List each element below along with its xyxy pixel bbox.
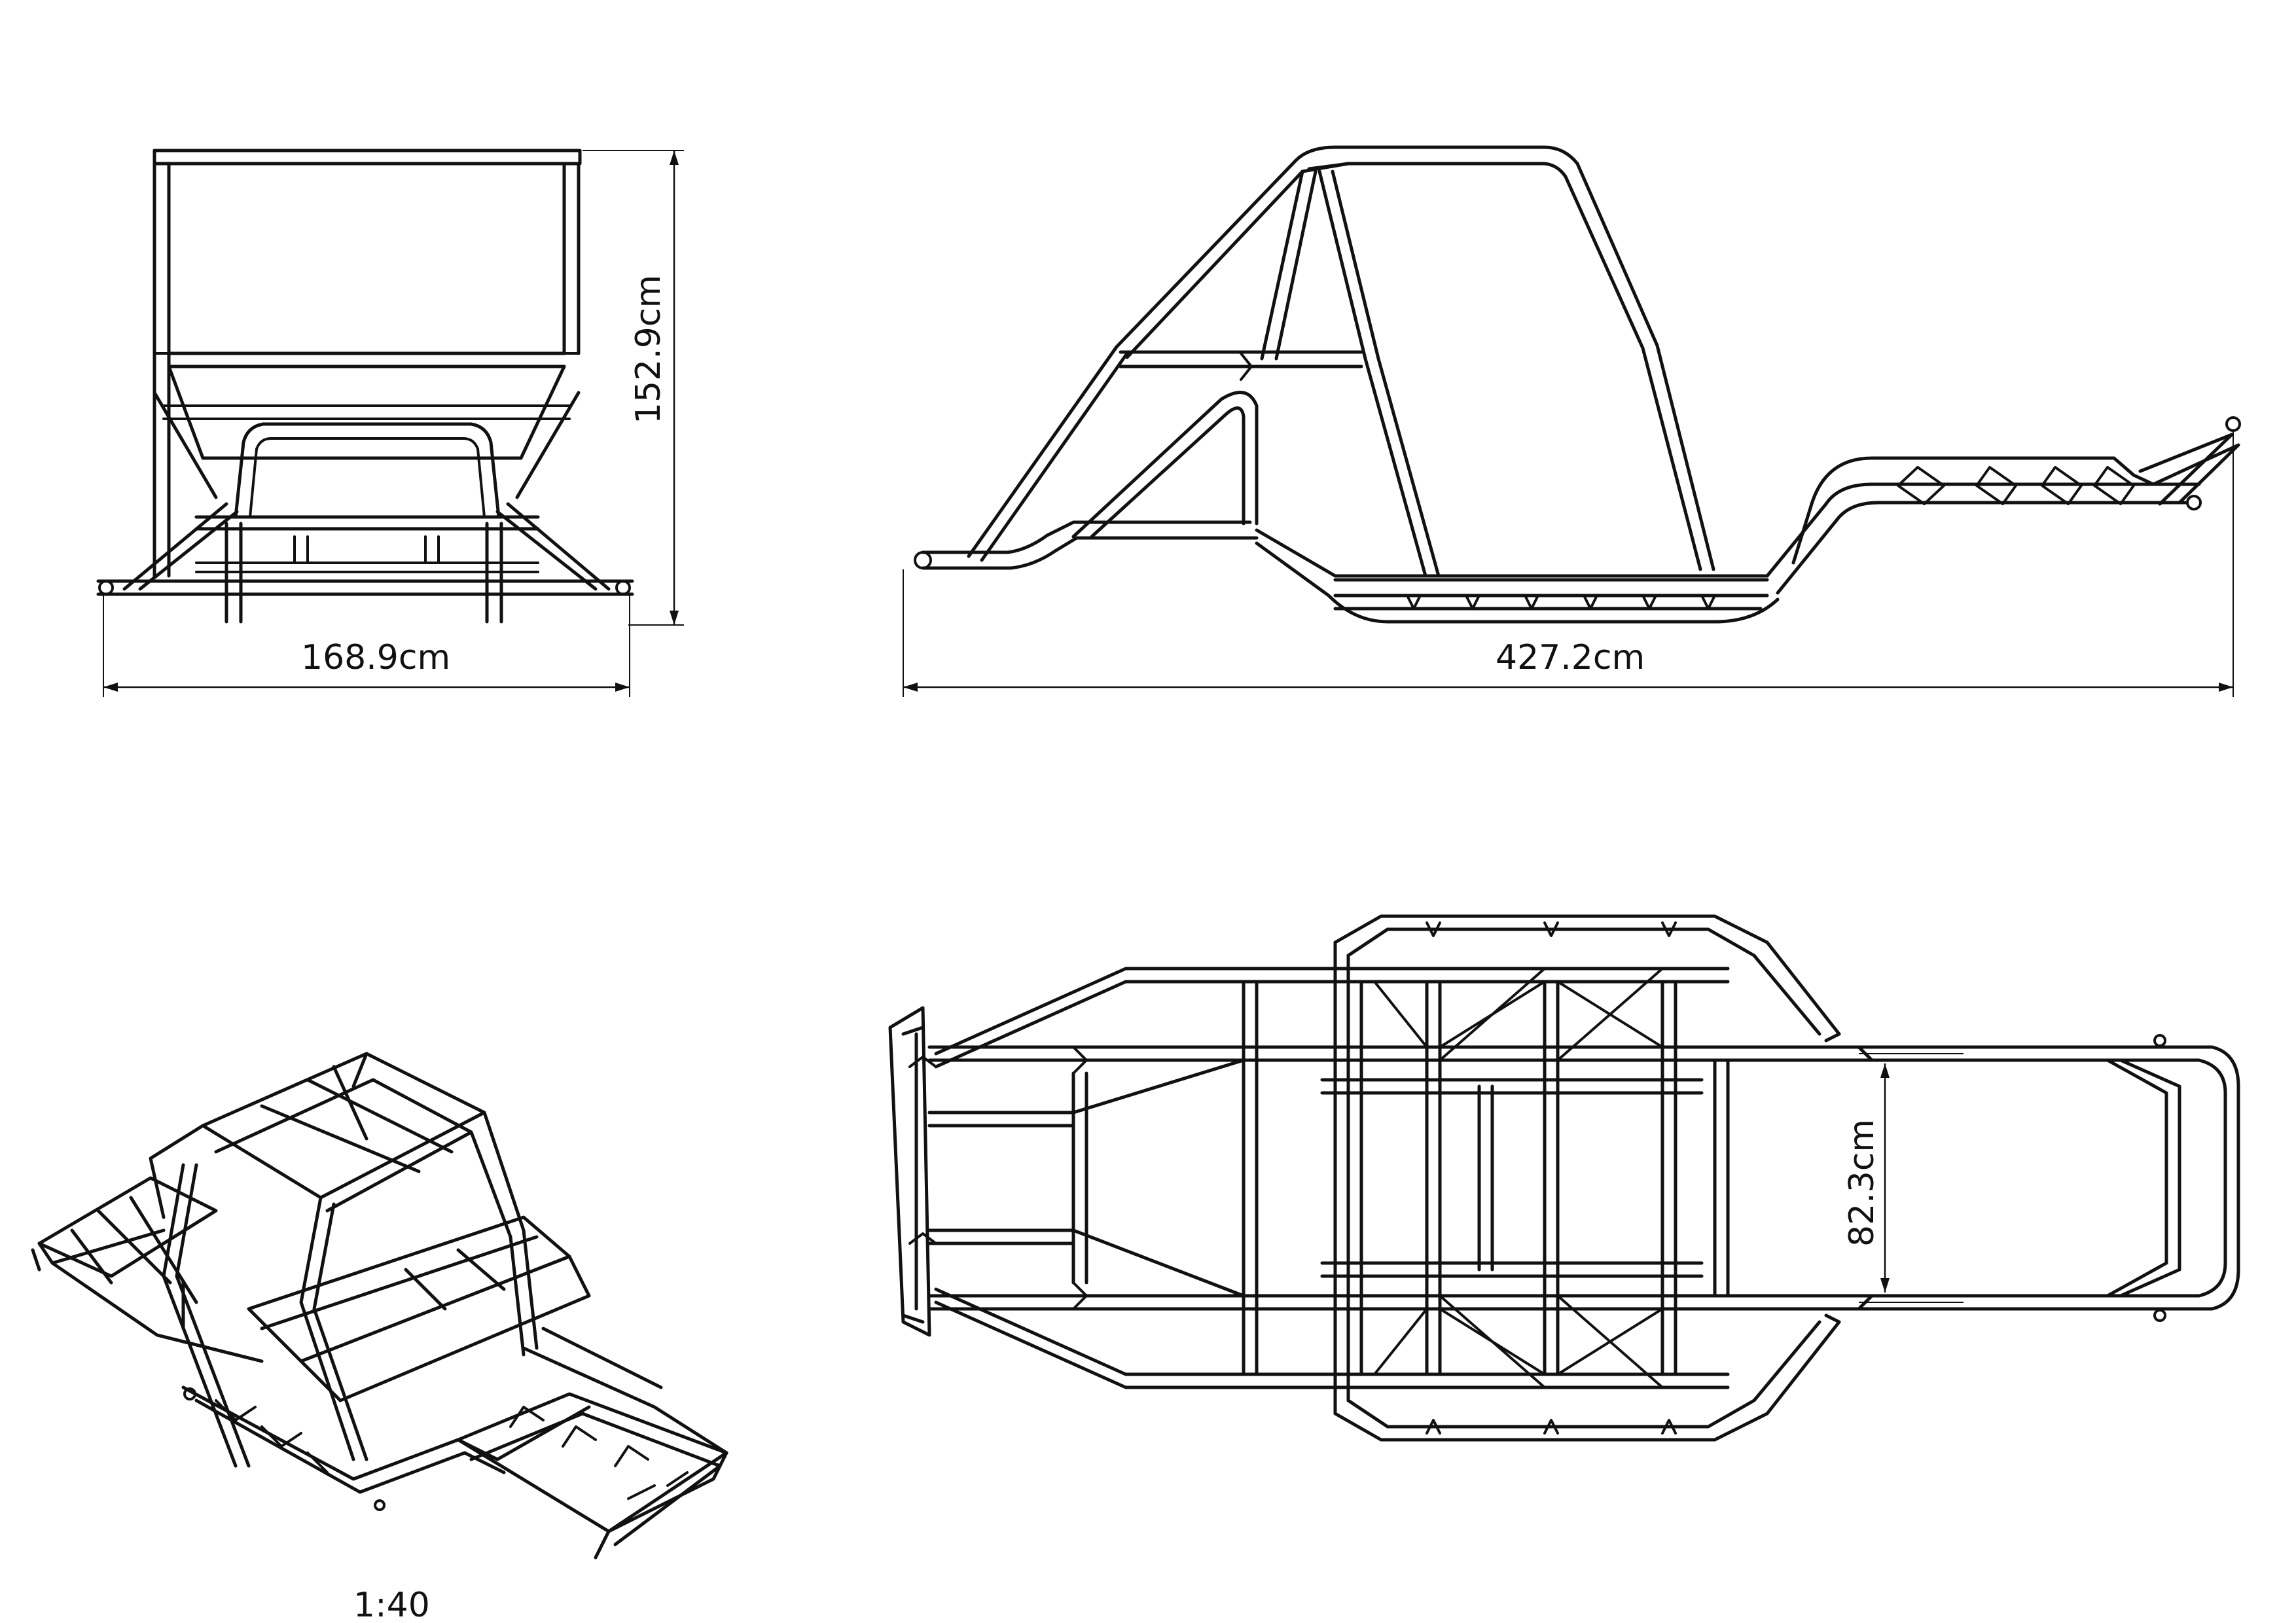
front-height-label: 152.9cm <box>629 275 668 424</box>
side-view: 427.2cm <box>903 145 2241 697</box>
top-width-label: 82.3cm <box>1842 1119 1882 1247</box>
isometric-view: 1:40 <box>31 1052 728 1623</box>
front-view: 168.9cm 152.9cm <box>96 149 684 697</box>
side-length-label: 427.2cm <box>1496 638 1645 677</box>
scale-label: 1:40 <box>353 1586 430 1623</box>
front-width-label: 168.9cm <box>301 638 450 677</box>
top-view: 82.3cm <box>888 914 2240 1442</box>
